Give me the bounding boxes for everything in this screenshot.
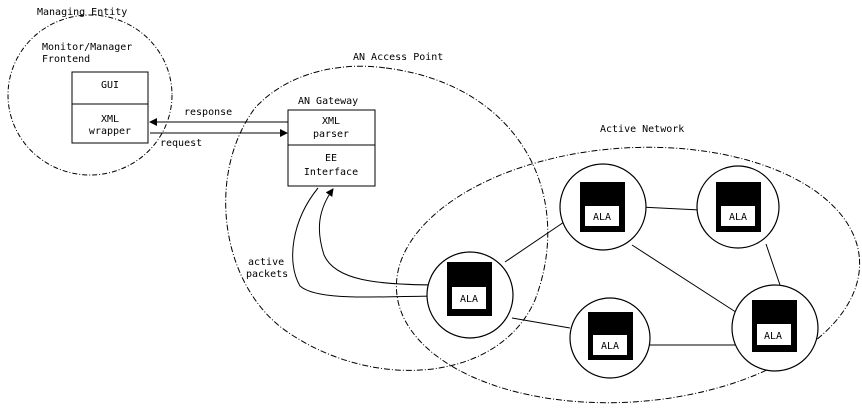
- active-packets-up-arrow: [318, 188, 441, 286]
- ee-line2: Interface: [304, 167, 358, 178]
- active-packets-down-arrow: [292, 187, 444, 301]
- active-node: ALA: [569, 297, 651, 379]
- managing-entity-region: [7, 14, 173, 176]
- link-node3-node5: [765, 243, 781, 286]
- ala-label: ALA: [764, 331, 782, 342]
- xml-wrapper-line1: XML: [101, 114, 119, 125]
- access-point-region: [225, 65, 549, 371]
- frontend-label-line1: Monitor/Manager: [42, 42, 132, 53]
- managing-entity-title: Managing Entity: [37, 7, 127, 18]
- gui-label: GUI: [101, 80, 119, 91]
- request-label: request: [160, 138, 202, 149]
- xml-parser-line1: XML: [322, 116, 340, 127]
- ala-label: ALA: [601, 341, 619, 352]
- link-node2-node3: [639, 206, 701, 211]
- link-node2-node5: [631, 244, 746, 319]
- frontend-box: [71, 71, 149, 144]
- active-node: ALA: [696, 165, 780, 249]
- xml-wrapper-line2: wrapper: [89, 126, 131, 137]
- node-label-box: [593, 335, 627, 355]
- active-node: ALA: [426, 251, 514, 339]
- active-packets-line2: packets: [246, 269, 288, 280]
- link-node1-node2: [504, 219, 568, 263]
- access-point-title: AN Access Point: [353, 52, 443, 63]
- active-network-title: Active Network: [600, 124, 684, 135]
- node-label-box: [452, 287, 486, 309]
- active-packets-line1: active: [248, 257, 284, 268]
- node-label-box: [721, 206, 755, 226]
- frontend-label-line2: Frontend: [42, 54, 90, 65]
- active-node: ALA: [731, 284, 819, 372]
- gateway-title: AN Gateway: [298, 96, 358, 107]
- gateway-box: [287, 109, 376, 187]
- response-label: response: [184, 107, 232, 118]
- xml-parser-line2: parser: [313, 129, 349, 140]
- ala-label: ALA: [593, 212, 611, 223]
- ala-label: ALA: [460, 294, 478, 305]
- node-label-box: [757, 324, 791, 345]
- ee-line1: EE: [325, 153, 337, 164]
- active-network-region: [395, 146, 861, 404]
- ala-label: ALA: [729, 212, 747, 223]
- node-label-box: [585, 206, 619, 226]
- link-node1-node4: [511, 317, 571, 329]
- active-node: ALA: [559, 163, 647, 251]
